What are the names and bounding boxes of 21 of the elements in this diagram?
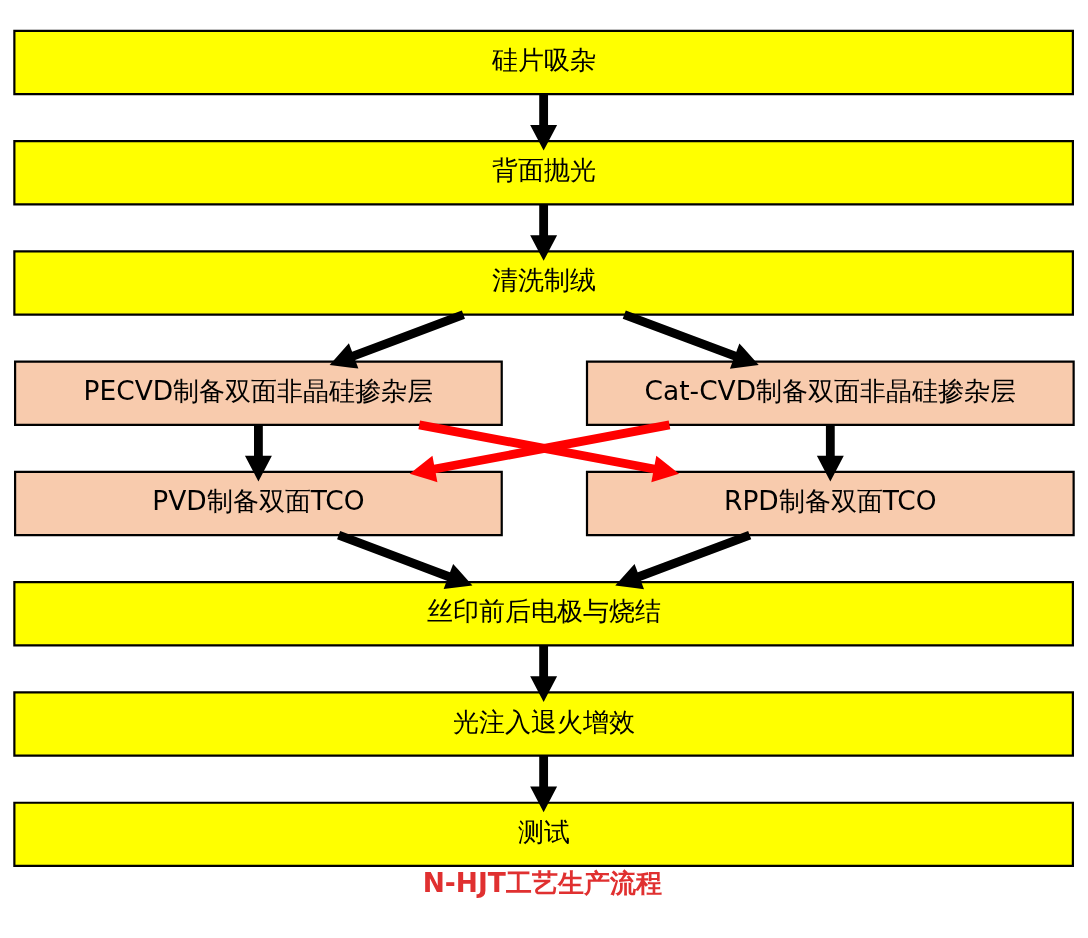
arrow [530,756,558,813]
arrow [329,310,465,369]
arrow [244,425,272,482]
arrow [337,531,473,590]
node-box: 清洗制绒 [13,250,1074,316]
arrow [816,425,844,482]
node-box: 背面抛光 [13,140,1074,206]
node-box: PVD制备双面TCO [14,470,503,537]
arrow [530,94,558,151]
node-box: 硅片吸杂 [13,29,1074,96]
node-box: Cat-CVD制备双面非晶硅掺杂层 [585,360,1075,426]
node-box: RPD制备双面TCO [585,470,1075,537]
caption: N-HJT工艺生产流程 [422,866,662,898]
node-box: 丝印前后电极与烧结 [13,581,1074,647]
arrow [530,645,558,702]
arrow [615,531,752,590]
node-box: PECVD制备双面非晶硅掺杂层 [14,360,503,426]
arrow [622,310,759,369]
arrow [530,204,558,261]
node-box: 光注入退火增效 [13,691,1074,757]
node-box: 测试 [13,801,1074,868]
